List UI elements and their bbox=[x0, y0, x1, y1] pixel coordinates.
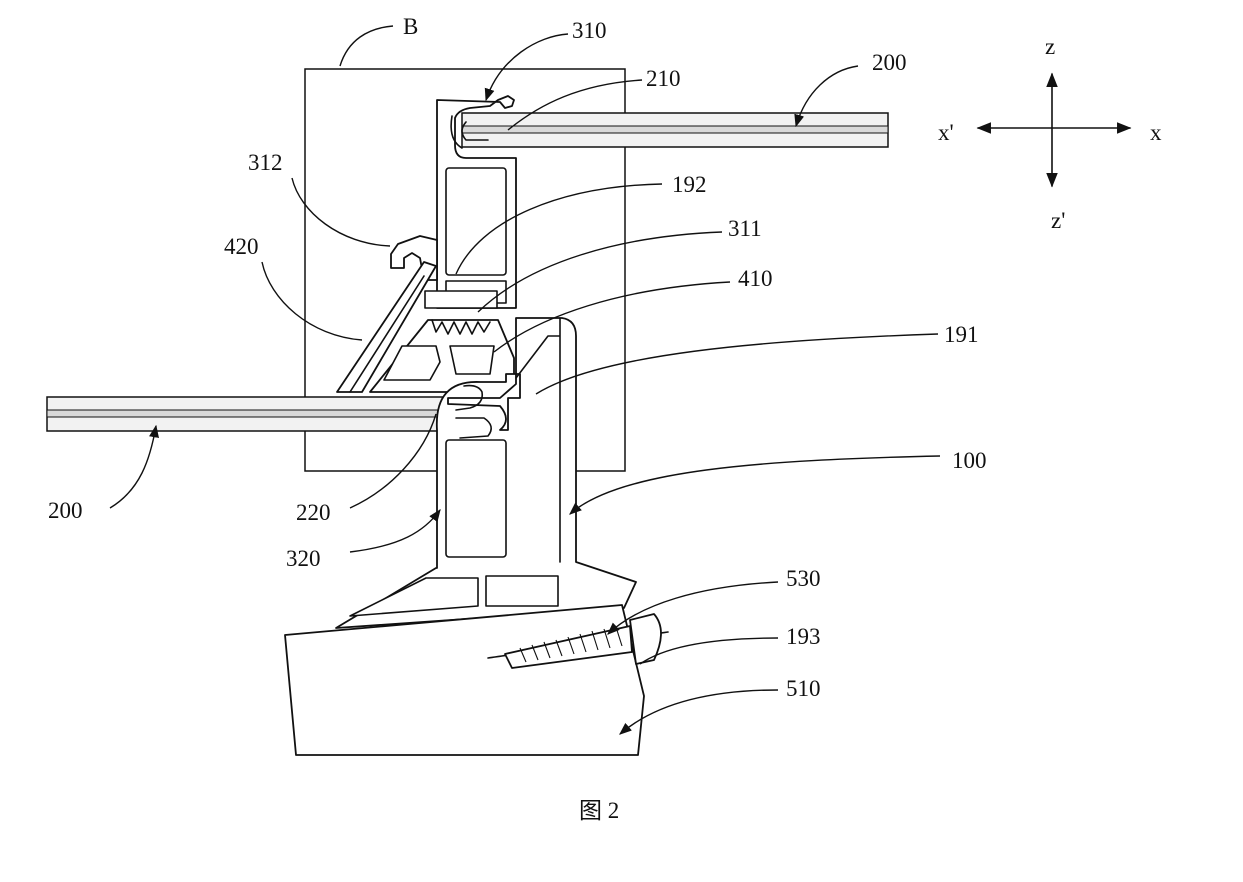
label-210: 210 bbox=[646, 66, 681, 91]
label-192: 192 bbox=[672, 172, 707, 197]
label-100: 100 bbox=[952, 448, 987, 473]
label-510: 510 bbox=[786, 676, 821, 701]
figure-caption: 图 2 bbox=[579, 798, 619, 823]
axis-indicator bbox=[978, 74, 1130, 186]
detail-box-b-leader bbox=[340, 26, 393, 66]
axis-label-x: x bbox=[1150, 120, 1162, 145]
label-311: 311 bbox=[728, 216, 762, 241]
axis-labels: z z' x' x bbox=[938, 34, 1162, 233]
axis-label-z: z bbox=[1045, 34, 1055, 59]
label-220: 220 bbox=[296, 500, 331, 525]
axis-label-x-prime: x' bbox=[938, 120, 954, 145]
label-191: 191 bbox=[944, 322, 979, 347]
label-200-top: 200 bbox=[872, 50, 907, 75]
label-420: 420 bbox=[224, 234, 259, 259]
label-312: 312 bbox=[248, 150, 283, 175]
label-320: 320 bbox=[286, 546, 321, 571]
glass-panel-left bbox=[47, 397, 494, 431]
label-310: 310 bbox=[572, 18, 607, 43]
label-193: 193 bbox=[786, 624, 821, 649]
axis-label-z-prime: z' bbox=[1051, 208, 1065, 233]
label-b: B bbox=[403, 14, 418, 39]
label-200-left: 200 bbox=[48, 498, 83, 523]
label-410: 410 bbox=[738, 266, 773, 291]
label-530: 530 bbox=[786, 566, 821, 591]
glass-panel-top bbox=[462, 113, 888, 147]
